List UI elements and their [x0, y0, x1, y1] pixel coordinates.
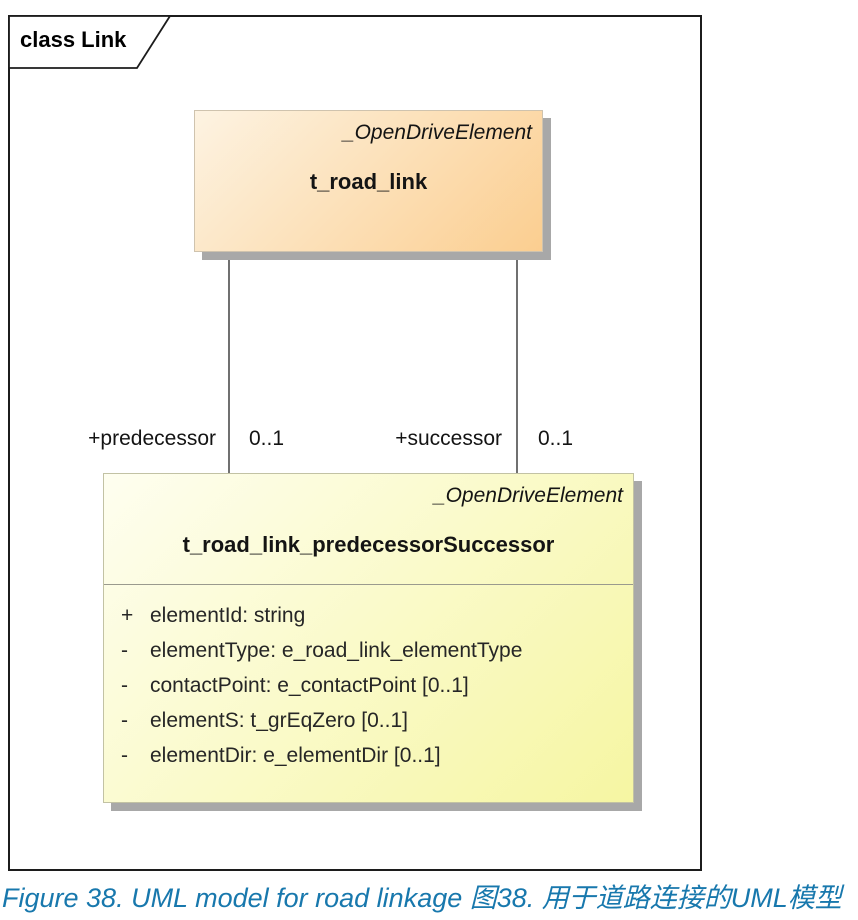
attribute-row: - contactPoint: e_contactPoint [0..1] — [104, 668, 633, 703]
association-role-successor: +successor — [395, 427, 502, 450]
attribute-text: elementS: t_grEqZero [0..1] — [150, 708, 408, 732]
attribute-visibility: - — [121, 673, 128, 697]
association-role-predecessor: +predecessor — [88, 427, 216, 450]
figure-caption: Figure 38. UML model for road linkage 图3… — [2, 883, 842, 913]
attribute-text: elementDir: e_elementDir [0..1] — [150, 743, 441, 767]
class-box-t-road-link-predecessorSuccessor: _OpenDriveElement t_road_link_predecesso… — [103, 473, 634, 803]
attribute-row: - elementType: e_road_link_elementType — [104, 633, 633, 668]
attribute-text: elementType: e_road_link_elementType — [150, 638, 523, 662]
class-box-t-road-link: _OpenDriveElement t_road_link — [194, 110, 543, 252]
attribute-compartment: + elementId: string - elementType: e_roa… — [104, 584, 633, 773]
attribute-text: elementId: string — [150, 603, 306, 627]
attribute-row: - elementDir: e_elementDir [0..1] — [104, 738, 633, 773]
attribute-visibility: - — [121, 638, 128, 662]
class-stereotype: _OpenDriveElement — [433, 484, 623, 507]
attribute-row: - elementS: t_grEqZero [0..1] — [104, 703, 633, 738]
attribute-visibility: - — [121, 743, 128, 767]
class-stereotype: _OpenDriveElement — [342, 121, 532, 144]
attribute-visibility: - — [121, 708, 128, 732]
class-name: t_road_link — [309, 169, 428, 194]
class-name: t_road_link_predecessorSuccessor — [182, 532, 555, 557]
association-multiplicity-predecessor: 0..1 — [249, 427, 285, 450]
frame-label: class Link — [20, 27, 127, 52]
attribute-visibility: + — [121, 603, 134, 627]
attribute-text: contactPoint: e_contactPoint [0..1] — [150, 673, 469, 697]
diagram-frame — [8, 15, 702, 871]
attribute-row: + elementId: string — [104, 598, 633, 633]
association-multiplicity-successor: 0..1 — [538, 427, 574, 450]
